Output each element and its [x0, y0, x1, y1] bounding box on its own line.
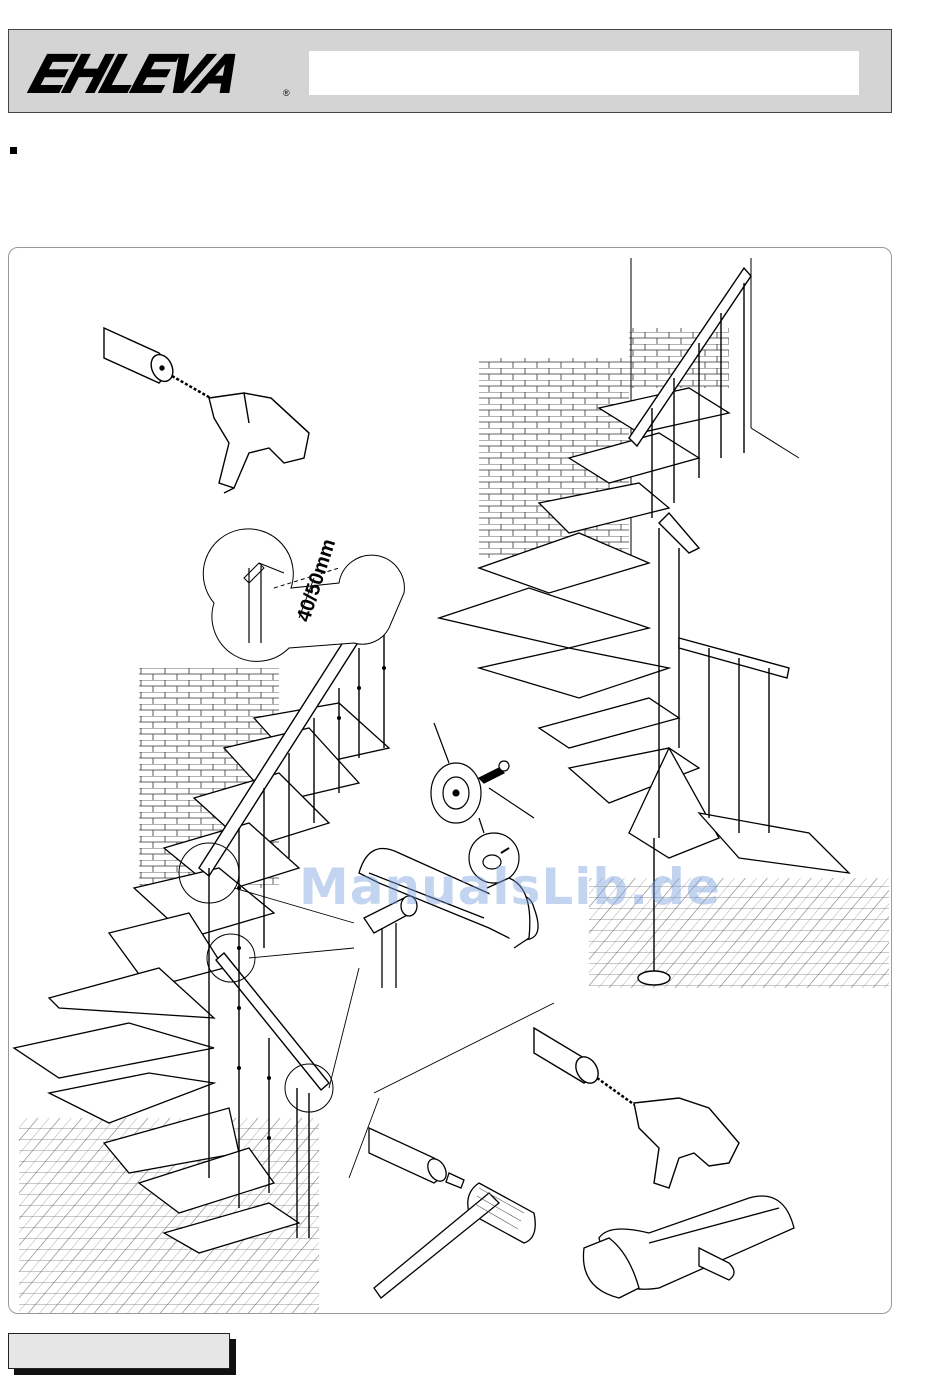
bullet-marker [10, 147, 17, 154]
drill-icon [534, 1028, 739, 1188]
registered-mark: ® [283, 88, 290, 98]
stair-diagram-icon: 40/50mm [9, 248, 892, 1314]
brand-text: EHLEVA [25, 44, 246, 100]
ehleva-logo: EHLEVA ® [25, 44, 295, 100]
drill-icon [104, 328, 309, 493]
page-header: EHLEVA ® [8, 29, 892, 113]
measurement-detail: 40/50mm [203, 529, 404, 662]
title-box [309, 51, 859, 95]
hacksaw-icon [583, 1196, 794, 1298]
footer-page-box [8, 1333, 230, 1369]
illustration-panel: 40/50mm [8, 247, 892, 1314]
mallet-icon [369, 1128, 535, 1298]
left-staircase [14, 578, 394, 1314]
watermark: ManualsLib.de [299, 858, 721, 916]
